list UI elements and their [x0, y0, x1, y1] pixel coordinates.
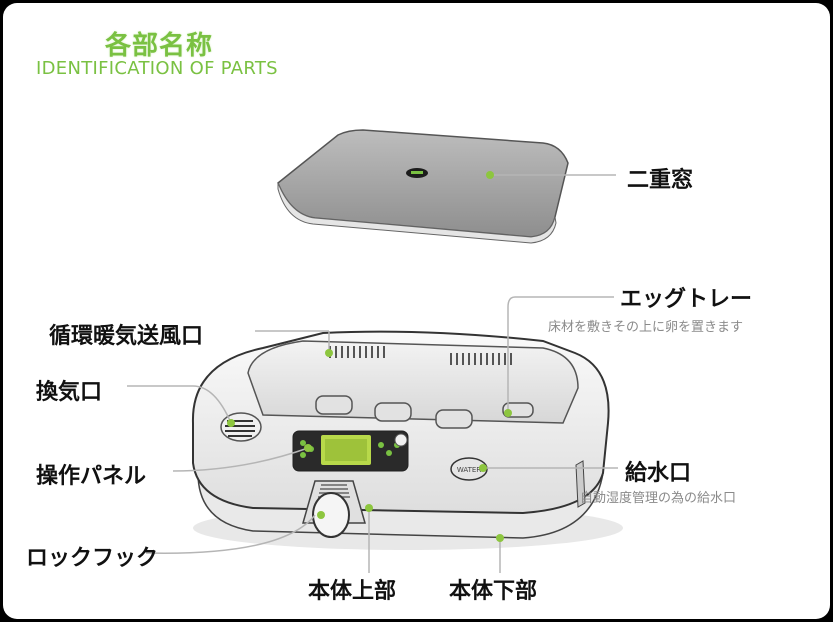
- body-upper-shell: WATER: [191, 330, 610, 538]
- label-double-window: 二重窓: [627, 168, 694, 193]
- marker-dots: [227, 171, 512, 542]
- note-egg-tray: 床材を敷きその上に卵を置きます: [548, 320, 744, 335]
- leader-lines: [127, 174, 618, 573]
- water-inlet-cap: WATER: [450, 457, 488, 481]
- label-body-upper: 本体上部: [308, 579, 397, 604]
- header-title-en: IDENTIFICATION OF PARTS: [36, 58, 278, 79]
- control-panel-display: [292, 430, 409, 472]
- label-lock-hook: ロックフック: [26, 546, 159, 571]
- label-control-panel: 操作パネル: [36, 464, 147, 489]
- label-circulation-vent: 循環暖気送風口: [49, 324, 204, 349]
- air-vent-grille: [220, 412, 262, 442]
- diagram-panel: 各部名称 IDENTIFICATION OF PARTS: [3, 3, 830, 619]
- egg-tray: [315, 395, 534, 429]
- double-window-lid: [277, 129, 569, 244]
- note-water-inlet: 自動湿度管理の為の給水口: [580, 491, 737, 506]
- incubator-illustration: WATER: [127, 129, 623, 573]
- label-air-vent: 換気口: [36, 380, 103, 405]
- label-water-inlet: 給水口: [625, 461, 692, 486]
- water-cap-label: WATER: [457, 466, 481, 474]
- label-body-lower: 本体下部: [449, 579, 538, 604]
- label-egg-tray: エッグトレー: [620, 287, 753, 312]
- header-title-jp: 各部名称: [105, 31, 214, 61]
